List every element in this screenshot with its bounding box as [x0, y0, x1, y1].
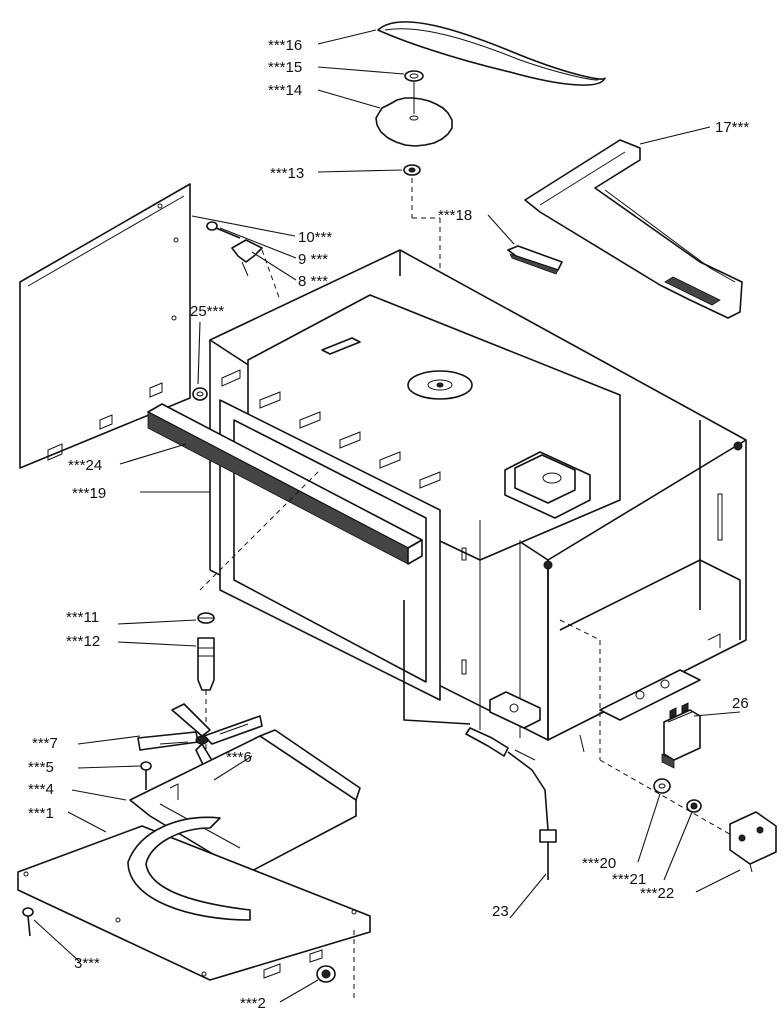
part-17-top-bracket	[524, 139, 743, 319]
latch-dashed-axis	[261, 249, 281, 301]
part-16-belt	[377, 21, 606, 86]
label-26: 26	[732, 695, 749, 712]
label-25: 25***	[190, 303, 224, 320]
part-21-washer	[686, 799, 702, 813]
part-2-foot	[316, 965, 336, 983]
label-1: ***1	[28, 805, 54, 822]
label-12: ***12	[66, 633, 100, 650]
part-3-screw	[22, 907, 34, 937]
label-22: ***22	[640, 885, 674, 902]
callout-labels: ***16 ***15 ***14 ***13 17*** ***18 10**…	[28, 37, 749, 1012]
part-5-screw	[140, 761, 152, 790]
part-12-shaft	[197, 637, 215, 691]
label-14: ***14	[268, 82, 302, 99]
switch-dashed-axis	[559, 619, 601, 641]
label-7: ***7	[32, 735, 58, 752]
part-24-front-rail	[147, 403, 423, 565]
label-24: ***24	[68, 457, 102, 474]
label-2: ***2	[240, 995, 266, 1012]
part-11-nut	[197, 612, 215, 624]
label-18: ***18	[438, 207, 472, 224]
label-9: 9 ***	[298, 251, 328, 268]
label-6: ***6	[226, 749, 252, 766]
label-8: 8 ***	[298, 273, 328, 290]
label-3: 3***	[74, 955, 100, 972]
label-10: 10***	[298, 229, 332, 246]
label-19: ***19	[72, 485, 106, 502]
part-4-fan-bracket	[129, 729, 361, 875]
part-20-nut	[653, 778, 671, 794]
part-13-washer	[403, 164, 421, 176]
part-8-clip	[231, 239, 263, 277]
label-23: 23	[492, 903, 509, 920]
part-1-bottom-plate	[17, 816, 371, 981]
part-22-switch	[729, 811, 777, 873]
part-23-probe	[403, 600, 557, 880]
cabinet-housing	[209, 249, 747, 761]
part-10-side-panel	[19, 183, 191, 469]
part-14-stirrer-gear	[375, 82, 453, 147]
part-15-washer	[404, 70, 424, 82]
part-25-nut	[192, 387, 208, 401]
latch-dashed-axis-2	[199, 469, 321, 591]
label-13: ***13	[270, 165, 304, 182]
part-26-relay	[661, 702, 701, 769]
label-4: ***4	[28, 781, 54, 798]
part-9-screw	[206, 221, 241, 239]
label-16: ***16	[268, 37, 302, 54]
label-21: ***21	[612, 871, 646, 888]
label-15: ***15	[268, 59, 302, 76]
part-18-block	[507, 245, 563, 275]
label-20: ***20	[582, 855, 616, 872]
label-5: ***5	[28, 759, 54, 776]
leader-lines	[33, 29, 741, 1003]
switch-dashed-axis-3	[599, 759, 741, 841]
label-11: ***11	[66, 609, 99, 626]
label-17: 17***	[715, 119, 749, 136]
